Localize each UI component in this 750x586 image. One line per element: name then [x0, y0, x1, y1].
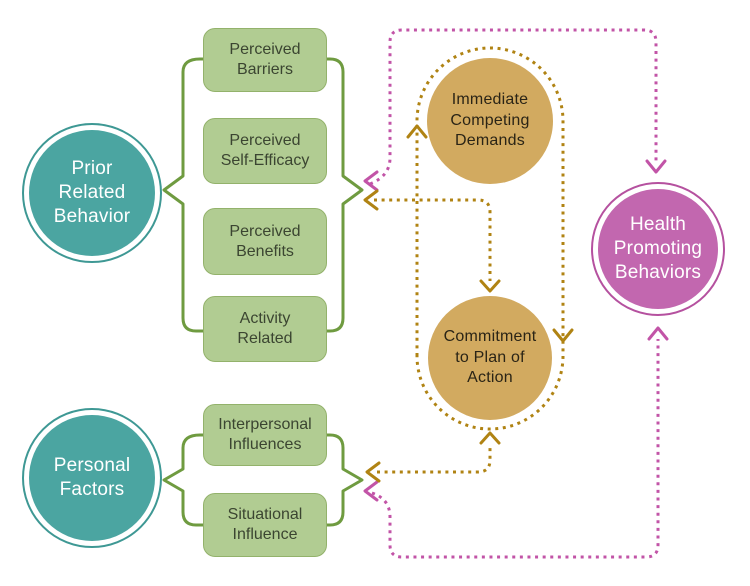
connector-cognitions-commitment — [374, 198, 492, 281]
arrow-into-cognitions-brace — [363, 170, 379, 192]
activity-related-label: Activity Related — [237, 310, 293, 347]
personal-factors-circle: Personal Factors — [29, 415, 155, 541]
arrow-loop-upward — [406, 124, 428, 139]
situational-influence-label: Situational Influence — [227, 506, 303, 543]
connector-factors-health-bottom — [371, 339, 660, 559]
connector-cognitions-health-top — [369, 28, 658, 186]
arrow-into-health-bottom — [647, 326, 669, 341]
node-immediate-competing-demands: Immediate Competing Demands — [427, 58, 553, 184]
brace-top-right — [327, 57, 364, 333]
box-perceived-benefits: Perceived Benefits — [203, 208, 327, 275]
box-perceived-barriers: Perceived Barriers — [203, 28, 327, 92]
personal-factors-label: Personal Factors — [53, 454, 131, 500]
connector-factors-commitment — [377, 446, 492, 474]
arrow-into-commitment-bottom — [479, 431, 501, 445]
perceived-self-efficacy-label: Perceived Self-Efficacy — [220, 132, 310, 169]
node-commitment-to-plan-of-action: Commitment to Plan of Action — [428, 296, 552, 420]
perceived-benefits-label: Perceived Benefits — [229, 222, 301, 260]
box-perceived-self-efficacy: Perceived Self-Efficacy — [203, 118, 327, 184]
interpersonal-influences-label: Interpersonal Influences — [218, 416, 312, 453]
arrow-into-health-top — [645, 159, 667, 174]
arrow-into-factors-brace — [363, 480, 379, 502]
commitment-to-plan-of-action-label: Commitment to Plan of Action — [443, 327, 537, 387]
health-promoting-behaviors-circle: Health Promoting Behaviors — [598, 189, 718, 309]
box-situational-influence: Situational Influence — [203, 493, 327, 557]
brace-bottom-left — [162, 433, 203, 527]
box-interpersonal-influences: Interpersonal Influences — [203, 404, 327, 466]
arrow-into-commitment-top — [479, 279, 501, 293]
loop-commitment-competing-demands — [415, 46, 565, 431]
box-activity-related: Activity Related — [203, 296, 327, 362]
brace-bottom-right — [327, 433, 364, 527]
immediate-competing-demands-label: Immediate Competing Demands — [450, 90, 530, 150]
prior-related-behavior-circle: Prior Related Behavior — [29, 130, 155, 256]
brace-top-left — [162, 57, 203, 333]
arrow-loop-downward — [552, 328, 574, 343]
node-personal-factors: Personal Factors — [22, 408, 162, 548]
health-promoting-behaviors-label: Health Promoting Behaviors — [613, 213, 703, 284]
node-prior-related-behavior: Prior Related Behavior — [22, 123, 162, 263]
arrow-gold-into-cognitions-brace — [363, 189, 379, 211]
prior-related-behavior-label: Prior Related Behavior — [53, 157, 131, 228]
perceived-barriers-label: Perceived Barriers — [229, 41, 301, 78]
arrow-gold-into-factors-brace — [365, 461, 381, 483]
node-health-promoting-behaviors: Health Promoting Behaviors — [591, 182, 725, 316]
